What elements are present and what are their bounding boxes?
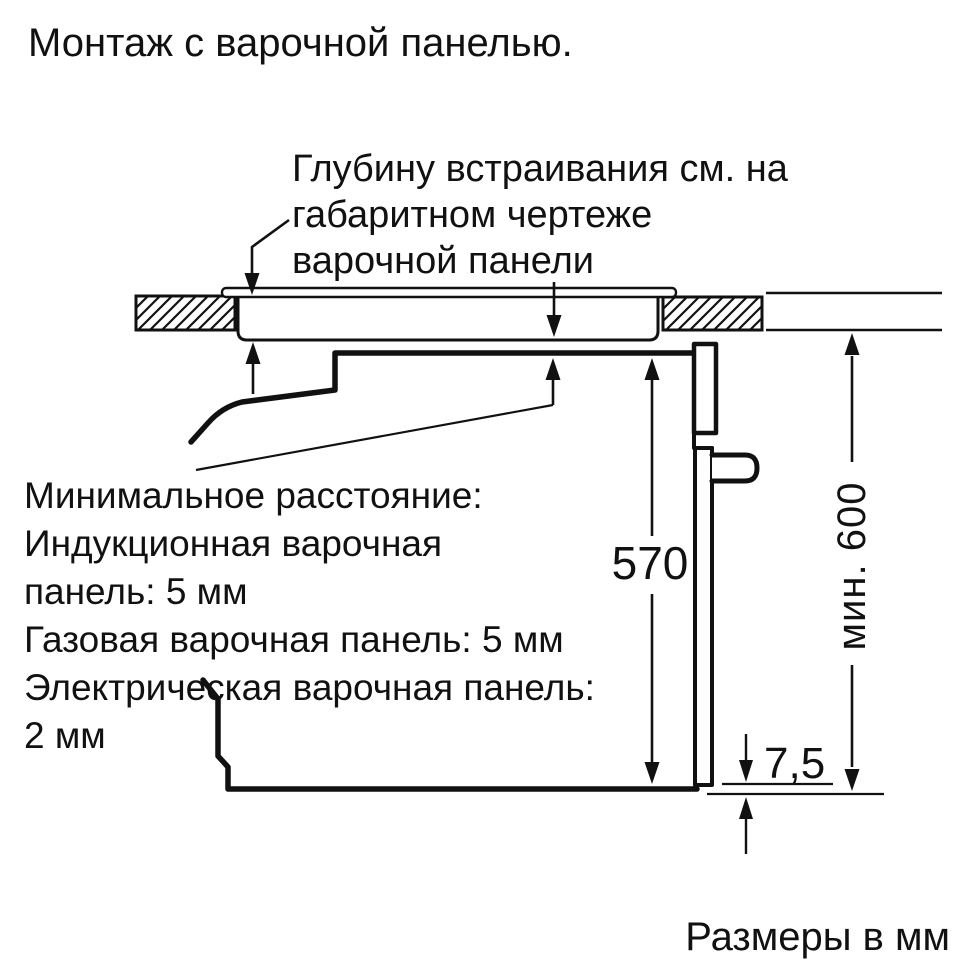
arrowhead-down (844, 769, 860, 791)
min-distance-note: Минимальное расстояние: Индукционная вар… (24, 472, 595, 760)
note-line: варочной панели (292, 240, 594, 282)
dimension-min-600 (844, 333, 860, 791)
dim-label-min-niche-height: мин. 600 (830, 481, 874, 651)
leader-line (195, 403, 554, 472)
oven-door-handle (709, 452, 760, 484)
note-line: Электрическая варочная панель: (24, 667, 595, 708)
units-note: Размеры в мм (685, 915, 950, 959)
note-line: Минимальное расстояние: (24, 475, 483, 516)
hob-glass (220, 286, 678, 299)
hob-cross-section (220, 286, 678, 342)
countertop-left-section (134, 294, 237, 332)
dim-label-oven-height: 570 (611, 537, 689, 589)
note-line: 2 мм (24, 715, 106, 756)
arrowhead-up (545, 358, 561, 380)
hob-depth-note: Глубину встраивания см. на габаритном че… (292, 146, 788, 284)
embedding-depth-arrow (546, 282, 562, 337)
note-line: Глубину встраивания см. на (292, 148, 788, 190)
arrowhead-up (644, 358, 660, 380)
page-title: Монтаж с варочной панелью. (28, 21, 573, 65)
arrowhead-down (244, 273, 260, 295)
hob-depth-pointer (244, 218, 290, 295)
oven-bottom-outline (200, 677, 700, 792)
note-line: Газовая варочная панель: 5 мм (24, 619, 564, 660)
oven-cross-section (188, 341, 760, 792)
oven-top-outline (188, 350, 697, 445)
dim-label-door-offset: 7,5 (764, 739, 826, 788)
dimension-7-5 (707, 734, 884, 854)
countertop-right-section (661, 291, 942, 332)
arrowhead-down (546, 315, 562, 337)
note-line: Индукционная варочная (24, 523, 442, 564)
min-clearance-arrow-left (245, 342, 261, 394)
arrowhead-up (739, 797, 753, 819)
arrowhead-down (739, 760, 753, 782)
hob-tub (236, 297, 660, 342)
oven-control-panel (691, 341, 719, 436)
arrowhead-up (844, 333, 860, 355)
dimension-570 (644, 358, 660, 784)
arrowhead-up (245, 342, 261, 364)
arrowhead-down (644, 762, 660, 784)
min-clearance-arrow-mid (195, 358, 561, 472)
note-line: габаритном чертеже (292, 194, 653, 236)
oven-door (693, 446, 714, 787)
note-line: панель: 5 мм (24, 571, 248, 612)
